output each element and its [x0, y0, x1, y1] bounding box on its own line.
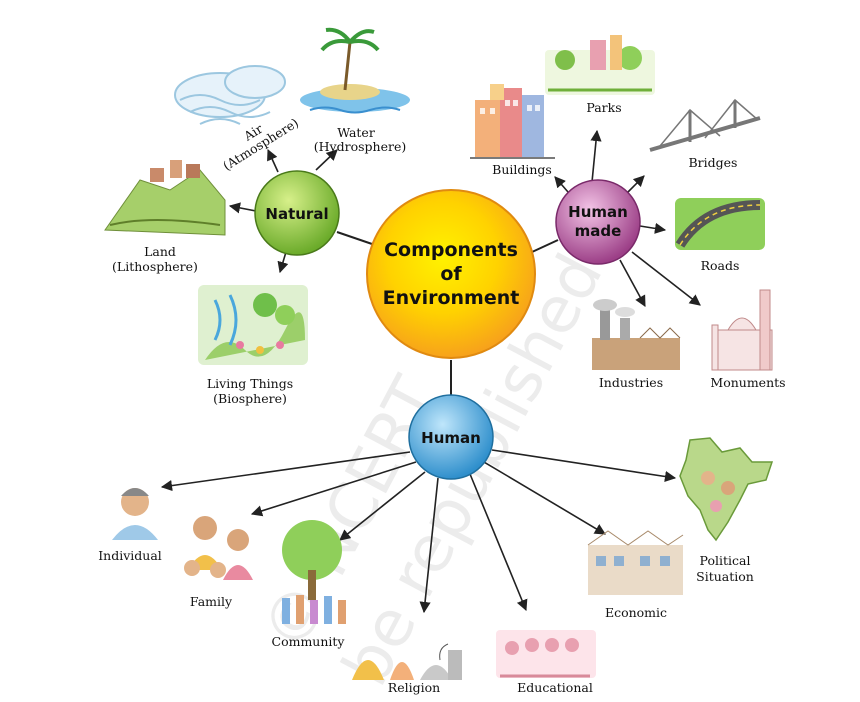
air-illustration [174, 65, 286, 125]
water-label-line-1: Water [337, 125, 375, 140]
land-illustration [104, 160, 226, 236]
arrow-to-roads [639, 222, 667, 234]
human-arrows [160, 449, 677, 614]
arrow-to-parks [590, 129, 602, 183]
political-label-line-2: Situation [696, 569, 754, 584]
bridges-label: Bridges [689, 155, 738, 170]
hub-human-made: Human made [555, 179, 641, 265]
arrow-to-land [228, 202, 257, 214]
arrow-to-air [267, 148, 279, 173]
monuments-label: Monuments [710, 375, 785, 390]
religion-label: Religion [388, 680, 440, 695]
center-node: Components of Environment [366, 189, 536, 359]
arrow-to-bridges [626, 175, 645, 194]
living-illustration [198, 285, 308, 365]
arrow-to-individual [160, 451, 411, 492]
illustrations [104, 27, 774, 680]
community-label: Community [272, 634, 346, 649]
connector-natural [336, 231, 376, 246]
hub-natural-label: Natural [265, 205, 328, 223]
land-label-line-2: (Lithosphere) [112, 259, 198, 274]
arrow-to-water [315, 149, 338, 171]
individual-illustration [112, 488, 158, 540]
roads-label: Roads [701, 258, 740, 273]
economic-illustration [587, 530, 684, 595]
living-label-line-1: Living Things [207, 376, 293, 391]
air-label-line-2: (Atmosphere) [220, 115, 301, 173]
arrow-to-family [250, 461, 417, 517]
water-illustration [300, 27, 410, 114]
political-label-line-1: Political [700, 553, 751, 568]
living-label-line-2: (Biosphere) [213, 391, 287, 406]
arrow-to-industries [619, 259, 646, 307]
human-made-arrows [554, 129, 701, 307]
family-label: Family [190, 594, 233, 609]
hub-human-made-line-1: Human [568, 203, 628, 221]
connectors [336, 231, 559, 397]
arrow-to-buildings [554, 176, 569, 193]
natural-arrows [228, 148, 338, 274]
parks-illustration [545, 35, 655, 95]
buildings-label: Buildings [492, 162, 552, 177]
center-line-3: Environment [383, 287, 520, 309]
economic-label: Economic [605, 605, 667, 620]
parks-label: Parks [586, 100, 621, 115]
water-label-line-2: (Hydrosphere) [314, 139, 406, 154]
arrow-to-political [491, 449, 677, 483]
hub-natural: Natural [254, 170, 340, 256]
hub-human: Human [408, 394, 494, 480]
roads-illustration [675, 198, 765, 250]
community-illustration [282, 520, 346, 624]
center-line-2: of [440, 263, 462, 285]
educational-illustration [496, 630, 596, 678]
arrow-to-educational [469, 473, 528, 612]
hub-human-made-line-2: made [575, 222, 622, 240]
arrow-to-economic [483, 461, 606, 535]
land-label-line-1: Land [144, 244, 176, 259]
religion-illustration [352, 643, 462, 680]
monuments-illustration [711, 289, 773, 371]
political-illustration [679, 437, 774, 542]
bridges-illustration [649, 98, 761, 152]
arrow-to-religion [419, 477, 439, 614]
industries-label: Industries [599, 375, 663, 390]
buildings-illustration [470, 84, 555, 159]
hub-human-label: Human [421, 429, 481, 447]
educational-label: Educational [517, 680, 593, 695]
industries-illustration [592, 299, 681, 370]
family-illustration [184, 516, 253, 580]
arrow-to-community [339, 471, 426, 541]
connector-human-made [531, 239, 559, 253]
center-line-1: Components [384, 239, 518, 261]
arrow-to-living [277, 251, 289, 274]
individual-label: Individual [98, 548, 162, 563]
arrow-to-monuments [631, 251, 701, 306]
